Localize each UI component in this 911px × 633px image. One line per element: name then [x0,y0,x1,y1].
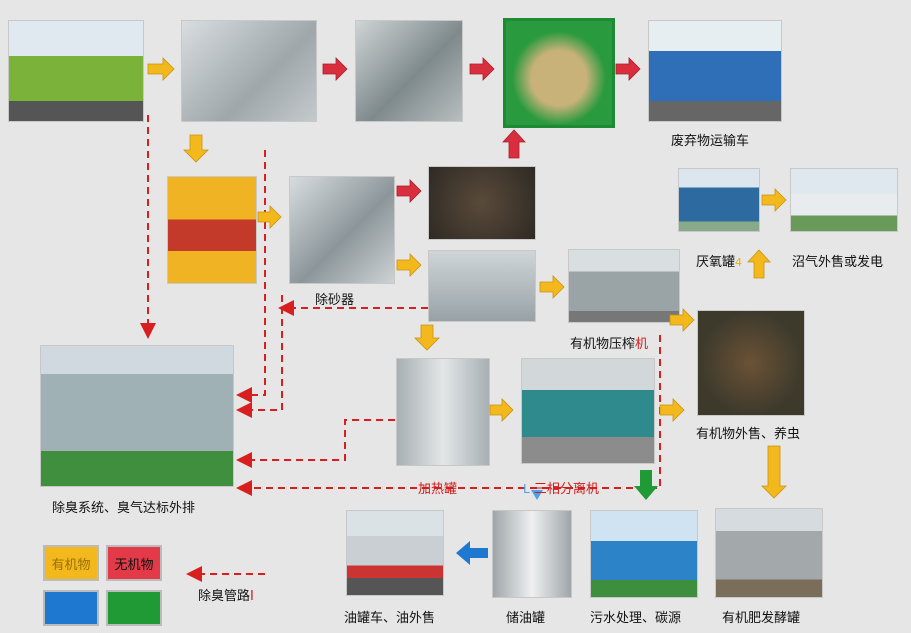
crusher-photo [167,176,257,284]
deodor-pipelines [140,115,661,582]
deodor-pipe-text: 除臭管路 [198,589,251,604]
oil-tanker-truck-photo [346,510,444,596]
label-oil-tank: 储油罐 [506,611,546,626]
label-sewage: 污水处理、碳源 [590,611,682,626]
organic-press-photo [568,249,680,323]
sewage-treatment-photo [590,510,698,598]
label-fert-tank: 有机肥发酵罐 [722,611,801,626]
biogas-holder-photo [790,168,898,232]
oil-arrow [456,541,488,565]
kitchen-waste-truck-photo [8,20,144,122]
legend-organic-label: 有机物 [51,557,91,573]
deodor-tower-photo [40,345,234,487]
inorganic-arrows [322,57,641,203]
label-heating-tank: 加热罐 [418,482,458,497]
organic-press-text: 有机物压榨 [570,337,636,352]
legend-inorganic: 无机物 [106,545,162,581]
label-waste-truck: 废弃物运输车 [671,134,750,149]
deodor-pipe-mark: I [250,589,254,604]
three-phase-mark: L [523,482,530,496]
receiving-station-photo [181,20,317,122]
label-deodor-system: 除臭系统、臭气达标外排 [52,501,196,516]
label-biogas: 沼气外售或发电 [792,255,884,270]
anaerobic-tank-mark: 4 [735,256,743,269]
label-desander: 除砂器 [315,293,355,308]
fertilizer-tank-photo [715,508,823,598]
oil-down-arrow [531,490,543,500]
label-organic-sale: 有机物外售、养虫 [696,427,801,442]
label-organic-press: 有机物压榨机 [570,333,648,352]
label-three-phase: L 三相分离机 [523,478,599,497]
legend-water [106,590,162,626]
oil-storage-tank-photo [492,510,572,598]
legend-inorganic-label: 无机物 [114,557,154,573]
dewatering-machine-photo [428,250,536,322]
waste-bin-photo [503,18,615,128]
inorganic-residue-photo [428,166,536,240]
three-phase-separator-photo [521,358,655,464]
anaerobic-tank-text: 厌氧罐 [696,255,736,270]
heating-tank-photo [396,358,490,466]
label-tanker: 油罐车、油外售 [344,611,436,626]
organic-press-ji: 机 [635,337,649,352]
legend-organic: 有机物 [43,545,99,581]
legend-deodor-pipe: 除臭管路I [198,585,254,604]
label-anaerobic-tank: 厌氧罐4 [696,251,742,270]
legend-oil [43,590,99,626]
three-phase-text: 三相分离机 [533,482,599,497]
organic-arrows [147,57,787,499]
organic-matter-photo [697,310,805,416]
sorting-machine-photo [355,20,463,122]
anaerobic-tank-photo [678,168,760,232]
water-arrow [634,470,658,500]
desander-photo [289,176,395,284]
waste-transport-truck-photo [648,20,782,122]
